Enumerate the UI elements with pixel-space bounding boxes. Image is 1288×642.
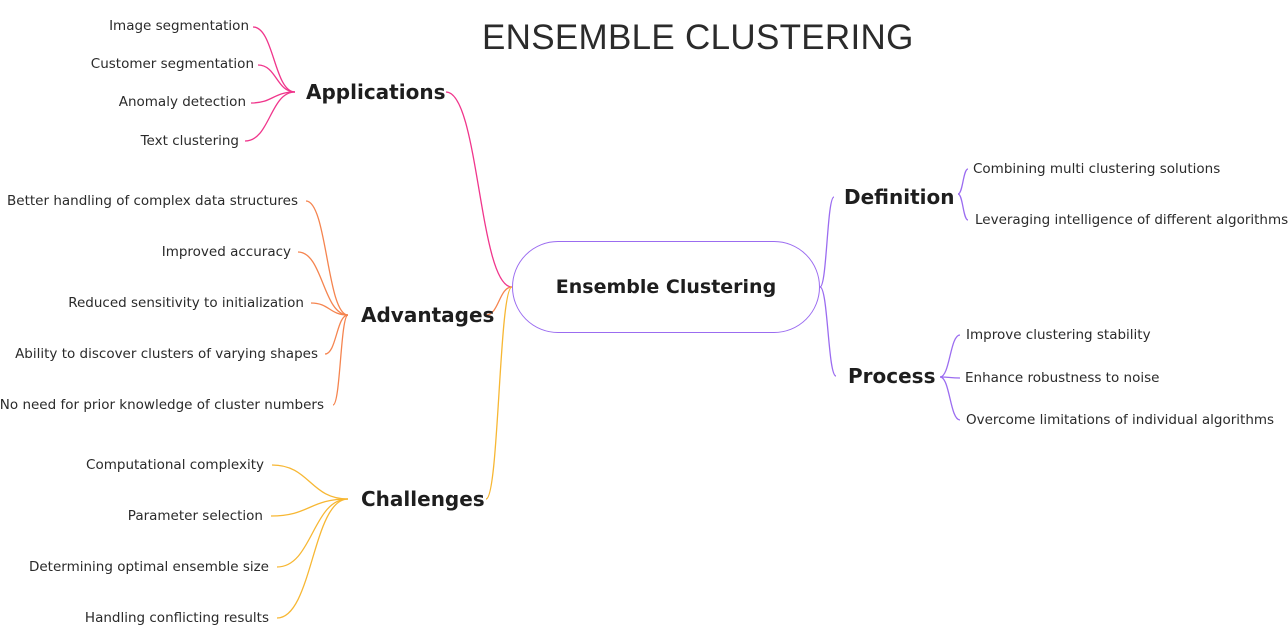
edge-challenges-1 bbox=[271, 464, 349, 500]
leaf-advantages-5[interactable]: No need for prior knowledge of cluster n… bbox=[0, 397, 324, 413]
page-title: ENSEMBLE CLUSTERING bbox=[482, 18, 914, 57]
edge-center-process bbox=[819, 286, 837, 377]
edge-definition-2 bbox=[957, 193, 969, 221]
edge-advantages-3 bbox=[310, 302, 349, 316]
central-node[interactable]: Ensemble Clustering bbox=[512, 241, 820, 333]
topic-challenges[interactable]: Challenges bbox=[361, 487, 485, 511]
leaf-process-1[interactable]: Improve clustering stability bbox=[966, 327, 1151, 343]
leaf-applications-4[interactable]: Text clustering bbox=[140, 133, 239, 149]
edge-center-advantages bbox=[485, 286, 513, 316]
leaf-advantages-1[interactable]: Better handling of complex data structur… bbox=[7, 193, 298, 209]
leaf-advantages-2[interactable]: Improved accuracy bbox=[161, 244, 291, 260]
edge-center-challenges bbox=[485, 286, 513, 500]
leaf-advantages-3[interactable]: Reduced sensitivity to initialization bbox=[68, 295, 304, 311]
topic-applications[interactable]: Applications bbox=[306, 80, 446, 104]
edge-challenges-4 bbox=[276, 498, 349, 619]
topic-definition[interactable]: Definition bbox=[844, 185, 955, 209]
edge-center-applications bbox=[445, 91, 513, 288]
edge-advantages-1 bbox=[305, 200, 349, 316]
leaf-applications-1[interactable]: Image segmentation bbox=[109, 18, 249, 34]
edge-challenges-3 bbox=[276, 498, 349, 568]
edge-challenges-2 bbox=[270, 498, 349, 517]
leaf-advantages-4[interactable]: Ability to discover clusters of varying … bbox=[15, 346, 318, 362]
edge-center-definition bbox=[819, 196, 835, 288]
leaf-process-2[interactable]: Enhance robustness to noise bbox=[965, 370, 1160, 386]
leaf-applications-2[interactable]: Customer segmentation bbox=[90, 56, 254, 72]
leaf-applications-3[interactable]: Anomaly detection bbox=[118, 94, 246, 110]
edge-advantages-5 bbox=[332, 314, 349, 406]
leaf-challenges-2[interactable]: Parameter selection bbox=[127, 508, 263, 524]
edge-advantages-2 bbox=[297, 251, 349, 316]
edge-definition-1 bbox=[957, 168, 969, 195]
central-node-label: Ensemble Clustering bbox=[555, 276, 777, 298]
edge-applications-2 bbox=[257, 64, 296, 93]
edge-advantages-4 bbox=[324, 314, 349, 355]
edge-process-3 bbox=[939, 376, 961, 421]
edge-applications-4 bbox=[244, 91, 296, 142]
edge-process-1 bbox=[939, 334, 961, 378]
leaf-challenges-3[interactable]: Determining optimal ensemble size bbox=[28, 559, 269, 575]
edge-applications-1 bbox=[252, 26, 296, 93]
leaf-definition-2[interactable]: Leveraging intelligence of different alg… bbox=[975, 212, 1288, 228]
leaf-process-3[interactable]: Overcome limitations of individual algor… bbox=[966, 412, 1275, 428]
leaf-challenges-4[interactable]: Handling conflicting results bbox=[84, 610, 269, 626]
leaf-challenges-1[interactable]: Computational complexity bbox=[86, 457, 264, 473]
topic-process[interactable]: Process bbox=[848, 364, 936, 388]
leaf-definition-1[interactable]: Combining multi clustering solutions bbox=[973, 161, 1221, 177]
topic-advantages[interactable]: Advantages bbox=[361, 303, 495, 327]
